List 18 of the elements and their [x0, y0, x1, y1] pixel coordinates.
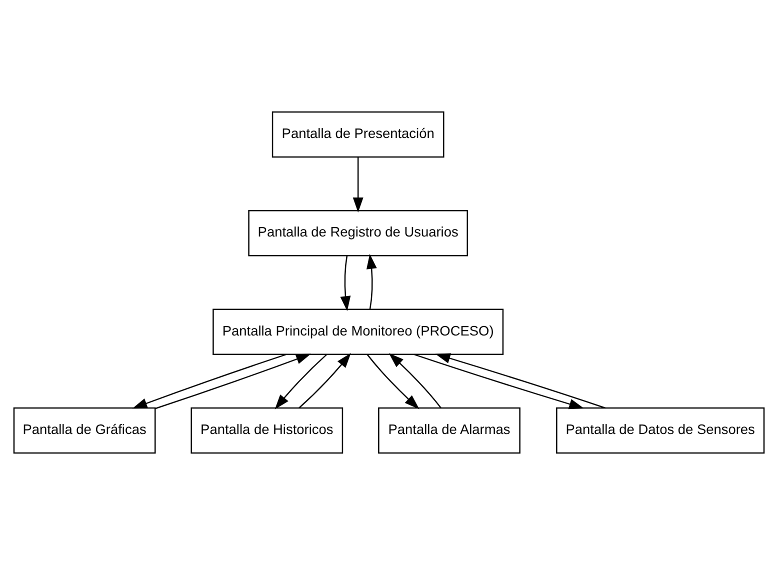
- arrow: [340, 255, 350, 311]
- node-box: Pantalla de Registro de Usuarios: [248, 210, 468, 256]
- node-box: Pantalla de Presentación: [271, 110, 444, 158]
- node-box: Pantalla de Datos de Sensores: [556, 406, 764, 454]
- node-box: Pantalla de Alarmas: [378, 406, 520, 454]
- arrow: [434, 352, 606, 408]
- arrow: [388, 352, 441, 408]
- arrow: [298, 352, 350, 408]
- arrow: [154, 353, 311, 409]
- arrow: [366, 253, 376, 309]
- arrow: [352, 156, 363, 212]
- arrow: [132, 353, 286, 408]
- arrow: [274, 353, 327, 409]
- arrow: [413, 353, 584, 409]
- node-box: Pantalla Principal de Monitoreo (PROCESO): [212, 308, 504, 354]
- node-box: Pantalla de Historicos: [190, 406, 343, 454]
- node-box: Pantalla de Gráficas: [12, 406, 156, 454]
- arrow: [366, 354, 419, 409]
